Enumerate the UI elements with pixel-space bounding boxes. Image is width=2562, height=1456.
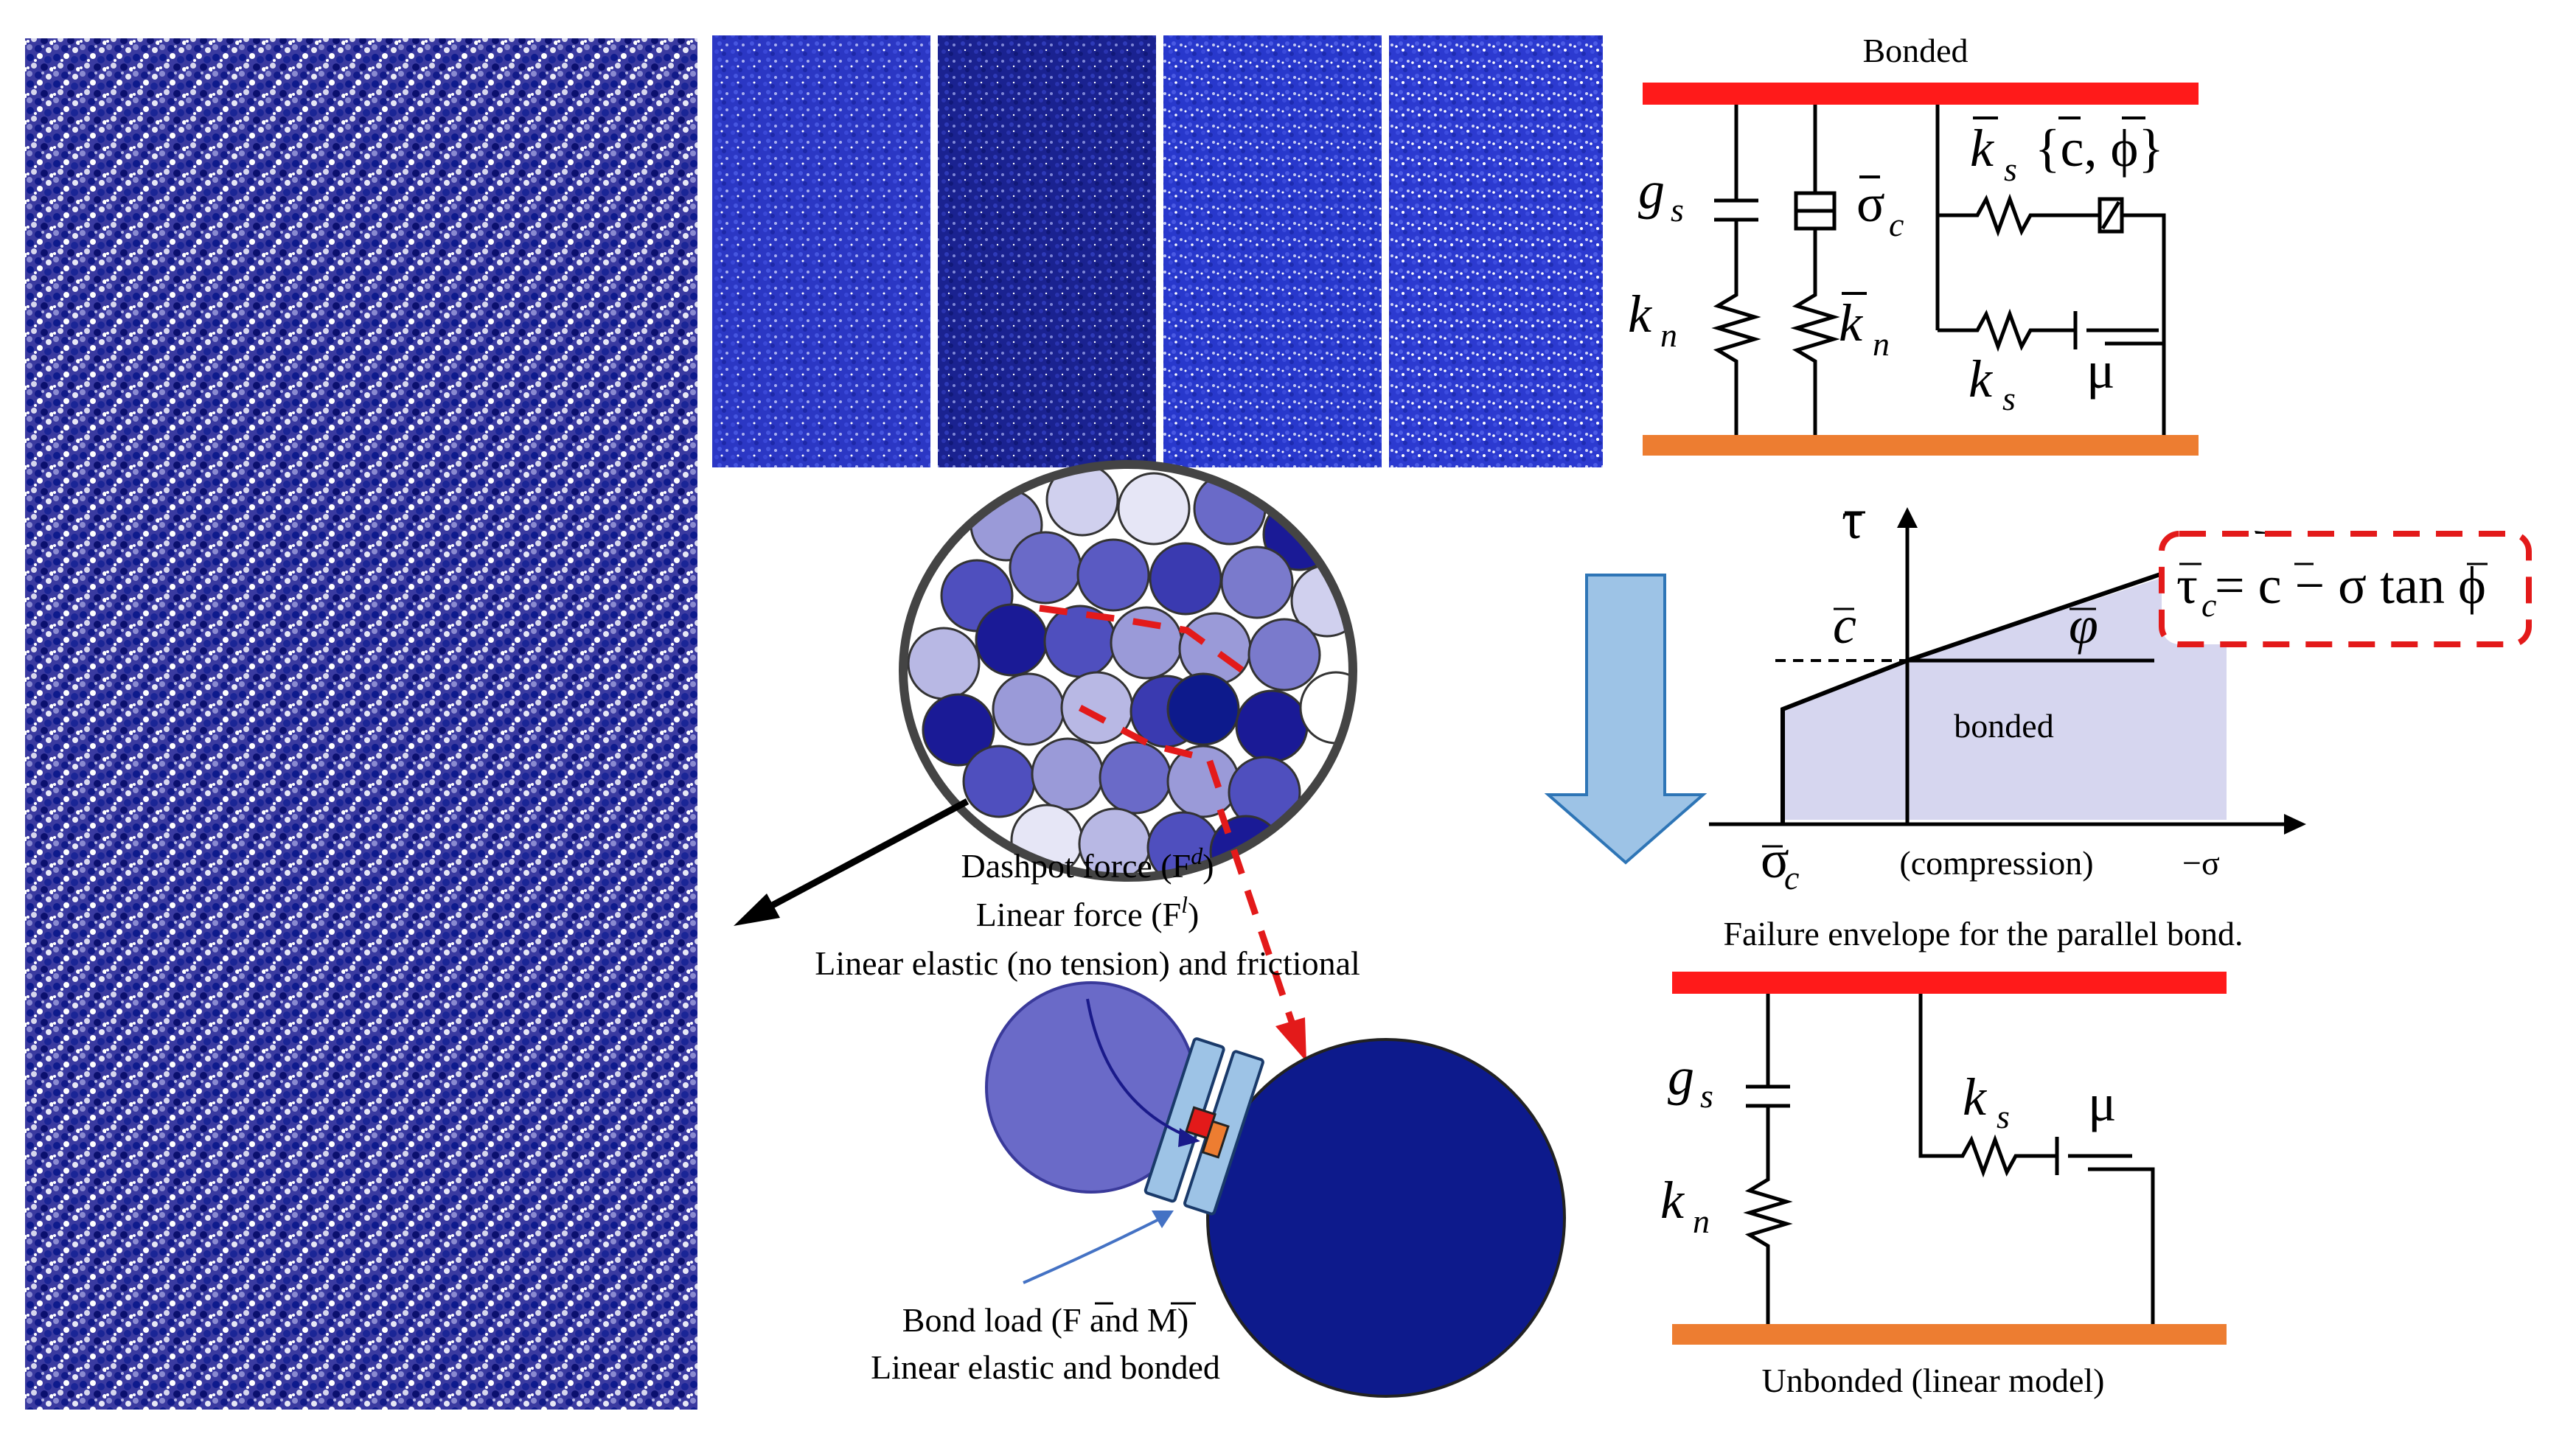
zoom-particle (1299, 671, 1353, 745)
svg-text:n: n (1693, 1202, 1710, 1240)
failure-envelope: τ c φ bonded σ c (compression) −σ τ c = … (1709, 491, 2532, 952)
svg-text:c: c (1784, 859, 1799, 896)
linear-force-label: Linear force (F (976, 896, 1181, 933)
svg-text:s: s (1671, 191, 1684, 229)
zoom-particle (1076, 538, 1150, 612)
envelope-region (1783, 557, 2227, 820)
contact-detail: Bond load (F and M) Linear elastic and b… (871, 981, 1566, 1398)
zoom-particle (907, 627, 981, 700)
bond-elastic-label: Linear elastic and bonded (871, 1348, 1220, 1386)
svg-text:s: s (2004, 150, 2017, 188)
sigma-kn-bar-branch (1790, 105, 1840, 435)
zoom-particle (1031, 737, 1104, 811)
unbonded-mu-label: μ (2088, 1073, 2117, 1132)
bonded-mu-label: μ (2086, 341, 2115, 400)
zoom-particle (1117, 472, 1191, 546)
bond-pointer (1023, 1215, 1166, 1284)
compression-label: (compression) (1899, 844, 2093, 882)
svg-text:n: n (1660, 316, 1677, 354)
bonded-region-label: bonded (1954, 707, 2053, 745)
leader-arrow-left (734, 798, 970, 926)
particle-zoom (899, 460, 1357, 882)
zoom-particle (1235, 689, 1309, 763)
neg-sigma-label: −σ (2182, 844, 2220, 882)
zoom-particle (1166, 745, 1240, 818)
zoom-particle (1045, 464, 1119, 537)
bonded-ks-bar-label: k (1970, 119, 1995, 178)
zoom-particle (1178, 612, 1252, 686)
zoom-particle (1220, 546, 1294, 619)
zoom-particle (1009, 531, 1082, 605)
unbonded-bottom-plate (1672, 1324, 2227, 1345)
zoom-particle (962, 745, 1036, 818)
specimen-2 (938, 35, 1156, 467)
unbonded-ks-label: k (1963, 1067, 1988, 1126)
unbonded-caption: Unbonded (linear model) (1762, 1362, 2105, 1399)
unbonded-top-plate (1672, 972, 2227, 994)
bonded-gs-label: g (1638, 161, 1665, 220)
zoom-particle (1099, 741, 1172, 815)
shear-branch (1935, 105, 2166, 435)
equation-tau-c: τ (2176, 556, 2198, 615)
top-plate (1643, 83, 2199, 105)
zoom-particle (922, 693, 995, 767)
zoom-particle (975, 603, 1048, 677)
zoom-particle (1110, 606, 1183, 680)
unbonded-kn-label: k (1660, 1171, 1685, 1230)
contact-labels: Dashpot force (Fd) Linear force (Fl) Lin… (815, 843, 1360, 982)
bonded-kn-label: k (1628, 285, 1653, 344)
envelope-caption: Failure envelope for the parallel bond. (1723, 915, 2243, 952)
gs-kn-branch (1711, 105, 1761, 435)
bond-dashed-path (1039, 605, 1256, 805)
svg-text:Linear force (Fl): Linear force (Fl) (976, 891, 1200, 933)
leader-arrow-red (1216, 808, 1306, 1062)
equation-rhs: = c − σ tan ϕ (2215, 556, 2486, 615)
bonded-ks-label: k (1969, 349, 1994, 408)
specimen-large (25, 38, 697, 1410)
svg-text:s: s (2002, 380, 2016, 417)
zoom-particle (1166, 672, 1240, 746)
phi-bar-label: φ (2069, 596, 2098, 655)
dashpot-pointer (1086, 998, 1195, 1140)
c-bar-label: c (1833, 596, 1856, 655)
specimen-4 (1389, 35, 1603, 467)
dashpot-force-label: Dashpot force (F (961, 847, 1191, 885)
bonded-sigma-c-label: σ (1856, 174, 1885, 233)
envelope-sigma-c-label: σ (1761, 830, 1789, 889)
zoom-particle (1247, 618, 1321, 692)
zoom-frame (899, 460, 1357, 882)
bond-load-label: Bond load (F and M) (902, 1301, 1188, 1339)
svg-text:Dashpot force (Fd): Dashpot force (Fd) (961, 843, 1214, 885)
transition-arrow (1544, 574, 1708, 865)
bonded-title: Bonded (1862, 32, 1968, 69)
equation-box (2159, 531, 2532, 647)
bonded-c-phi-label: {c, ϕ} (2035, 119, 2164, 178)
svg-text:s: s (1700, 1077, 1713, 1115)
specimen-1 (712, 35, 930, 467)
svg-text:c: c (1889, 206, 1904, 243)
unbonded-gs-label: g (1668, 1047, 1694, 1106)
svg-text:c: c (2201, 586, 2216, 624)
parallel-bond (1143, 1037, 1264, 1216)
large-particle (1206, 1038, 1566, 1398)
zoom-particle (1149, 542, 1222, 616)
bottom-plate (1643, 435, 2199, 456)
bonded-model: Bonded g s k n σ c k n (1628, 32, 2199, 456)
unbonded-model: g s k n k s μ Unbonded (linear model) (1660, 972, 2227, 1399)
specimen-3 (1163, 35, 1382, 467)
svg-text:s: s (1997, 1098, 2010, 1135)
linear-elastic-label: Linear elastic (no tension) and friction… (815, 944, 1360, 982)
tau-axis-label: τ (1842, 491, 1863, 550)
zoom-particle (992, 672, 1065, 746)
bonded-kn-bar-label: k (1839, 293, 1864, 352)
svg-text:n: n (1873, 325, 1890, 363)
